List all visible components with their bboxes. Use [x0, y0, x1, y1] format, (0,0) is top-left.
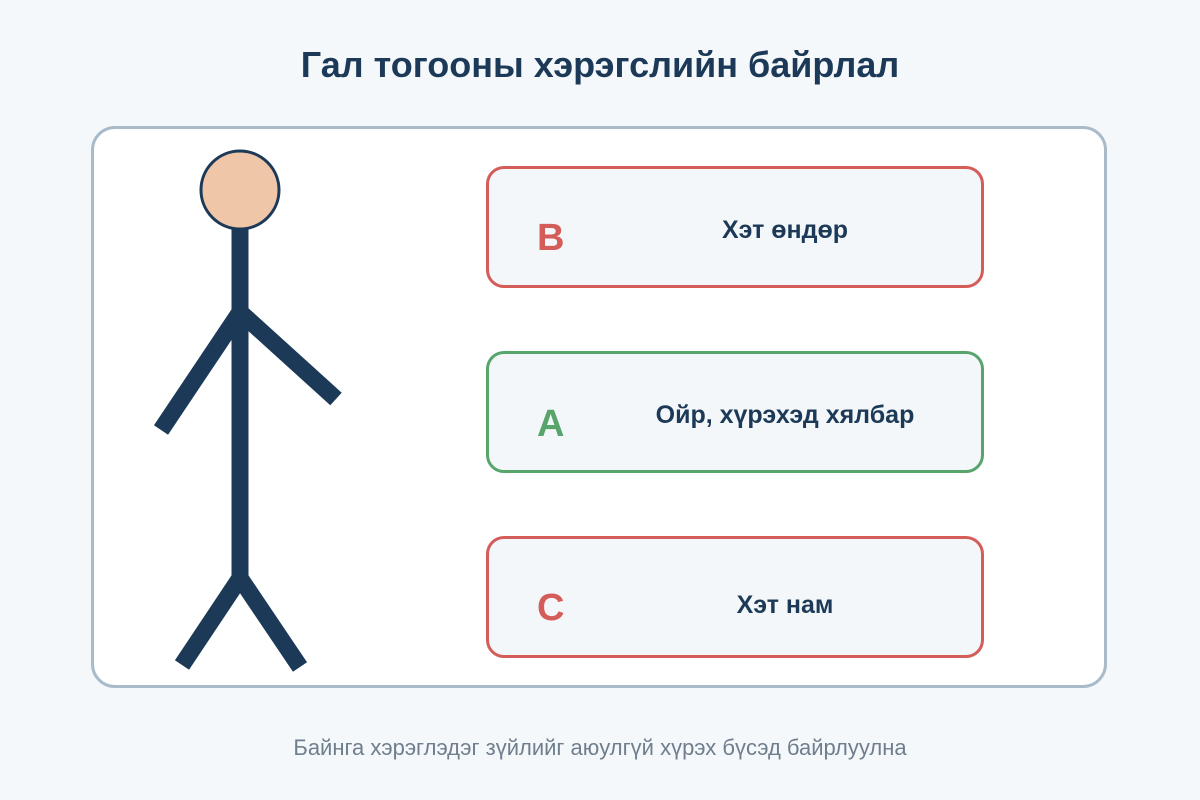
zone-label: Хэт өндөр — [721, 216, 849, 244]
zone-reachable: A Ойр, хүрэхэд хялбар — [486, 351, 984, 473]
zone-label: Ойр, хүрэхэд хялбар — [655, 401, 915, 429]
zone-label: Хэт нам — [736, 591, 834, 619]
page-title: Гал тогооны хэрэгслийн байрлал — [300, 44, 900, 85]
zone-too-high: B Хэт өндөр — [486, 166, 984, 288]
zone-letter: C — [537, 587, 565, 629]
caption: Байнга хэрэглэдэг зүйлийг аюулгүй хүрэх … — [293, 735, 907, 760]
zone-letter: A — [537, 403, 565, 445]
zone-too-low: C Хэт нам — [486, 536, 984, 658]
zone-letter: B — [537, 217, 565, 259]
